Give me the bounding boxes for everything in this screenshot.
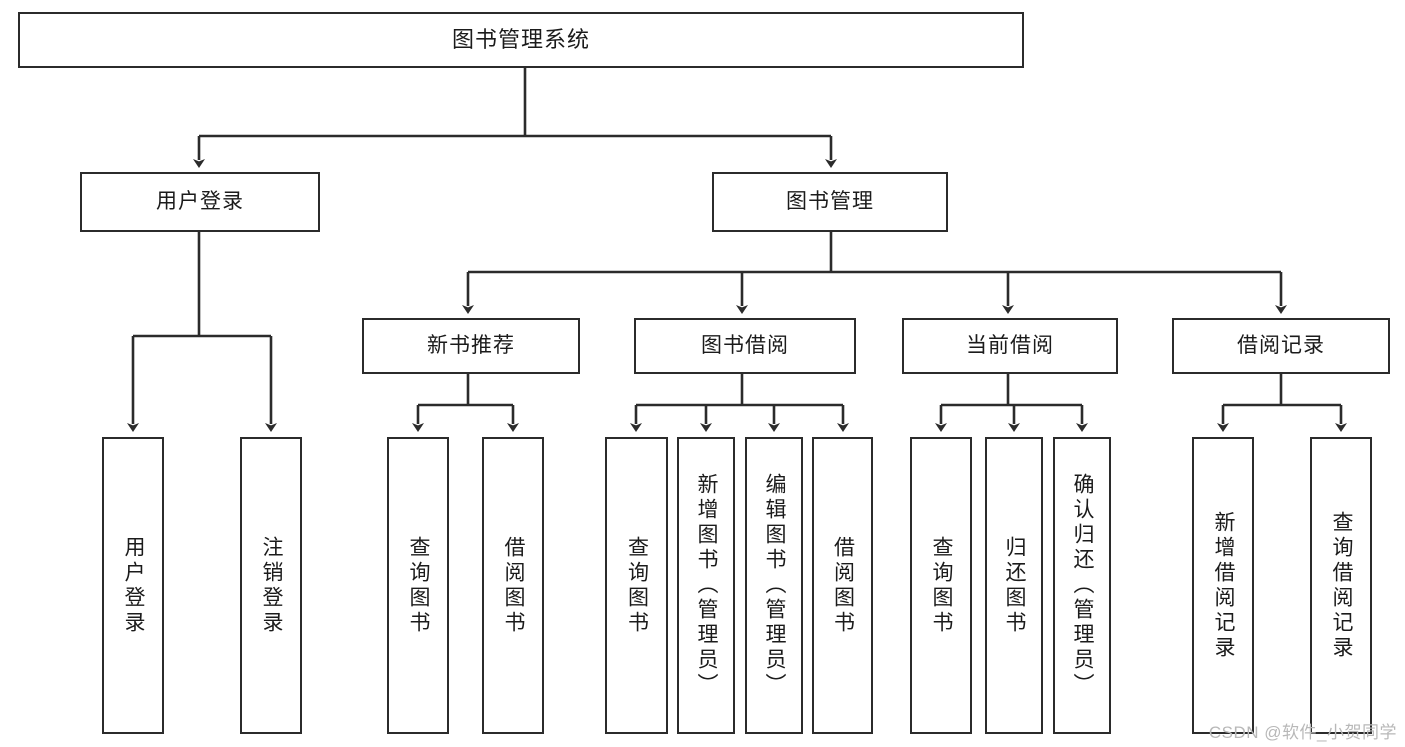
node-leaf-add-record-label: 新增借阅记录 — [1212, 510, 1236, 661]
node-book-borrow-label: 图书借阅 — [701, 334, 789, 358]
node-leaf-return-book-label: 归还图书 — [1003, 535, 1027, 636]
node-leaf-user-login[interactable]: 用户登录 — [102, 437, 164, 734]
node-leaf-add-record[interactable]: 新增借阅记录 — [1192, 437, 1254, 734]
node-leaf-borrow-book-2[interactable]: 借阅图书 — [812, 437, 873, 734]
node-leaf-return-book[interactable]: 归还图书 — [985, 437, 1043, 734]
node-root-label: 图书管理系统 — [451, 26, 590, 52]
node-borrow-record-label: 借阅记录 — [1237, 334, 1325, 358]
node-borrow-record[interactable]: 借阅记录 — [1172, 318, 1390, 374]
node-new-book-rec-label: 新书推荐 — [427, 334, 515, 358]
node-leaf-add-book-label: 新增图书（管理员） — [695, 473, 719, 698]
node-current-borrow[interactable]: 当前借阅 — [902, 318, 1118, 374]
node-leaf-borrow-book-1[interactable]: 借阅图书 — [482, 437, 544, 734]
node-user-login[interactable]: 用户登录 — [80, 172, 320, 232]
node-new-book-rec[interactable]: 新书推荐 — [362, 318, 580, 374]
node-leaf-logout[interactable]: 注销登录 — [240, 437, 302, 734]
node-leaf-query-book-1[interactable]: 查询图书 — [387, 437, 449, 734]
node-leaf-query-book-2-label: 查询图书 — [625, 535, 649, 636]
node-user-login-label: 用户登录 — [156, 190, 244, 214]
node-leaf-add-book[interactable]: 新增图书（管理员） — [677, 437, 735, 734]
node-leaf-confirm-return-label: 确认归还（管理员） — [1071, 473, 1095, 698]
node-leaf-query-book-2[interactable]: 查询图书 — [605, 437, 668, 734]
node-leaf-query-record[interactable]: 查询借阅记录 — [1310, 437, 1372, 734]
node-leaf-user-login-label: 用户登录 — [122, 535, 146, 636]
node-leaf-borrow-book-1-label: 借阅图书 — [502, 535, 526, 636]
node-current-borrow-label: 当前借阅 — [966, 334, 1054, 358]
node-leaf-edit-book[interactable]: 编辑图书（管理员） — [745, 437, 803, 734]
node-book-manage-label: 图书管理 — [786, 190, 874, 214]
node-leaf-query-book-1-label: 查询图书 — [407, 535, 431, 636]
node-root[interactable]: 图书管理系统 — [18, 12, 1024, 68]
node-book-manage[interactable]: 图书管理 — [712, 172, 948, 232]
node-leaf-edit-book-label: 编辑图书（管理员） — [763, 473, 787, 698]
node-leaf-borrow-book-2-label: 借阅图书 — [831, 535, 855, 636]
node-leaf-query-record-label: 查询借阅记录 — [1330, 510, 1354, 661]
node-leaf-logout-label: 注销登录 — [260, 535, 284, 636]
node-book-borrow[interactable]: 图书借阅 — [634, 318, 856, 374]
csdn-watermark: CSDN @软件_小贺同学 — [1208, 723, 1397, 742]
node-leaf-confirm-return[interactable]: 确认归还（管理员） — [1053, 437, 1111, 734]
node-leaf-query-book-3-label: 查询图书 — [930, 535, 954, 636]
node-leaf-query-book-3[interactable]: 查询图书 — [910, 437, 972, 734]
